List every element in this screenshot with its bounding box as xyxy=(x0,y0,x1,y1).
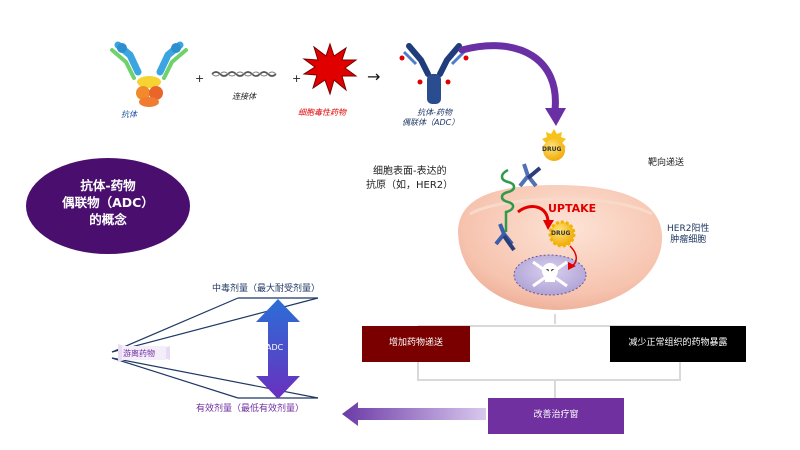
her2-cell-line2: 肿瘤细胞 xyxy=(670,235,707,246)
adc-molecule-illustration xyxy=(399,43,469,104)
payload-label: 细胞毒性药物 xyxy=(298,108,346,117)
effective-dose-label: 有效剂量（最低有效剂量） xyxy=(196,404,305,414)
drug-label-top: DRUG xyxy=(542,146,562,153)
free-drug-label: 游离药物 xyxy=(123,349,155,358)
antibody-label: 抗体 xyxy=(121,110,137,119)
drug-label-inside: DRUG xyxy=(551,230,571,237)
delivery-curve-arrowhead xyxy=(545,108,566,126)
drug-circle-inside xyxy=(548,220,576,248)
her2-tumor-cell xyxy=(458,185,663,310)
concept-oval xyxy=(26,158,190,254)
uptake-arrowhead xyxy=(543,220,554,230)
adc-label-line2: 偶联体（ADC） xyxy=(402,118,460,127)
release-arrowhead xyxy=(568,262,576,270)
plus-sign-2: + xyxy=(292,72,301,85)
concept-title-line1: 抗体-药物 xyxy=(80,178,136,193)
antibody-illustration xyxy=(110,41,188,107)
targeted-delivery-label: 靶向递送 xyxy=(648,158,685,168)
her2-cell-label: HER2阳性 肿瘤细胞 xyxy=(667,224,709,247)
adc-label: 抗体-药物 偶联体（ADC） xyxy=(402,108,459,128)
reduce-exposure-box xyxy=(610,326,746,362)
improve-window-text: 改善治疗窗 xyxy=(533,410,579,420)
improve-window-box xyxy=(488,398,624,434)
increase-delivery-text: 增加药物递送 xyxy=(388,338,443,348)
adc-double-arrow xyxy=(256,299,300,399)
right-arrow-icon: → xyxy=(367,67,380,86)
reduce-exposure-text: 减少正常组织的药物暴露 xyxy=(628,338,728,348)
concept-title-line3: 的概念 xyxy=(89,211,127,227)
adc-arrow-label: ADC xyxy=(266,343,284,352)
antigen-label-line2: 抗原（如，HER2） xyxy=(366,180,454,191)
uptake-label: UPTAKE xyxy=(548,202,597,215)
effective-dose-arrow xyxy=(342,402,486,426)
concept-title: 抗体-药物 偶联物（ADC） 的概念 xyxy=(46,178,170,229)
plus-sign-1: + xyxy=(195,72,204,85)
uptake-arrow xyxy=(517,205,550,223)
drug-circle-top xyxy=(542,129,566,161)
internalized-adc xyxy=(494,223,516,252)
concept-title-line2: 偶联物（ADC） xyxy=(62,194,154,210)
linker-label: 连接体 xyxy=(232,92,256,101)
her2-receptor-coil xyxy=(500,168,516,232)
bound-adc xyxy=(518,163,542,188)
linker-illustration xyxy=(211,71,277,77)
toxic-dose-label: 中毒剂量（最大耐受剂量） xyxy=(212,284,321,294)
cytotoxic-drug-burst xyxy=(302,42,358,96)
increase-delivery-box xyxy=(362,326,470,362)
her2-cell-line1: HER2阳性 xyxy=(667,224,710,234)
antigen-label-line1: 细胞表面-表达的 xyxy=(373,166,447,177)
adc-label-line1: 抗体-药物 xyxy=(417,108,453,117)
delivery-curve-arrow xyxy=(458,42,559,114)
free-drug-bowtie xyxy=(118,344,170,362)
